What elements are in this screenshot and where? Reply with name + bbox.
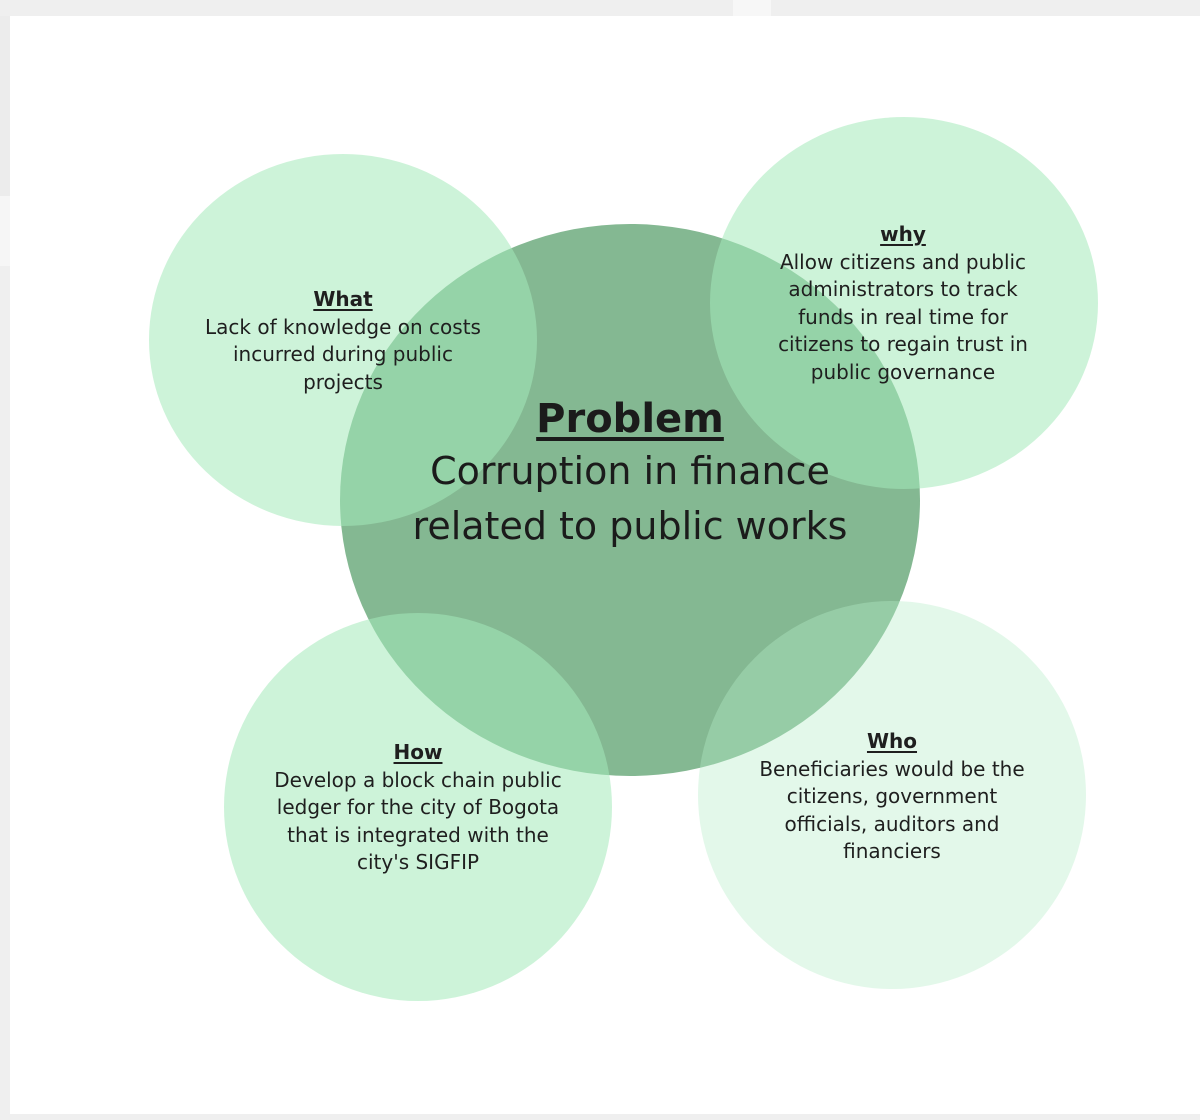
why-text: Allow citizens and public administrators… [778,249,1028,384]
background-edge [0,196,10,266]
problem-label: Problem Corruption in finance related to… [400,394,860,554]
who-label: Who Beneficiaries would be the citizens,… [746,728,1038,866]
problem-heading: Problem [536,396,724,442]
why-circle[interactable] [710,117,1098,489]
background-strip [0,0,1200,16]
what-heading: What [313,287,373,311]
what-text: Lack of knowledge on costs incurred duri… [205,314,481,394]
how-text: Develop a block chain public ledger for … [274,767,562,875]
who-circle[interactable] [698,601,1086,989]
background-edge [0,16,10,196]
what-label: What Lack of knowledge on costs incurred… [200,286,486,396]
why-heading: why [880,222,926,246]
what-circle[interactable] [149,154,537,526]
who-text: Beneficiaries would be the citizens, gov… [759,756,1025,864]
why-label: why Allow citizens and public administra… [768,221,1038,387]
how-label: How Develop a block chain public ledger … [272,739,564,877]
problem-text: Corruption in finance related to public … [412,449,848,548]
who-heading: Who [866,729,918,753]
how-heading: How [393,740,443,764]
background-notch [733,0,771,16]
how-circle[interactable] [224,613,612,1001]
